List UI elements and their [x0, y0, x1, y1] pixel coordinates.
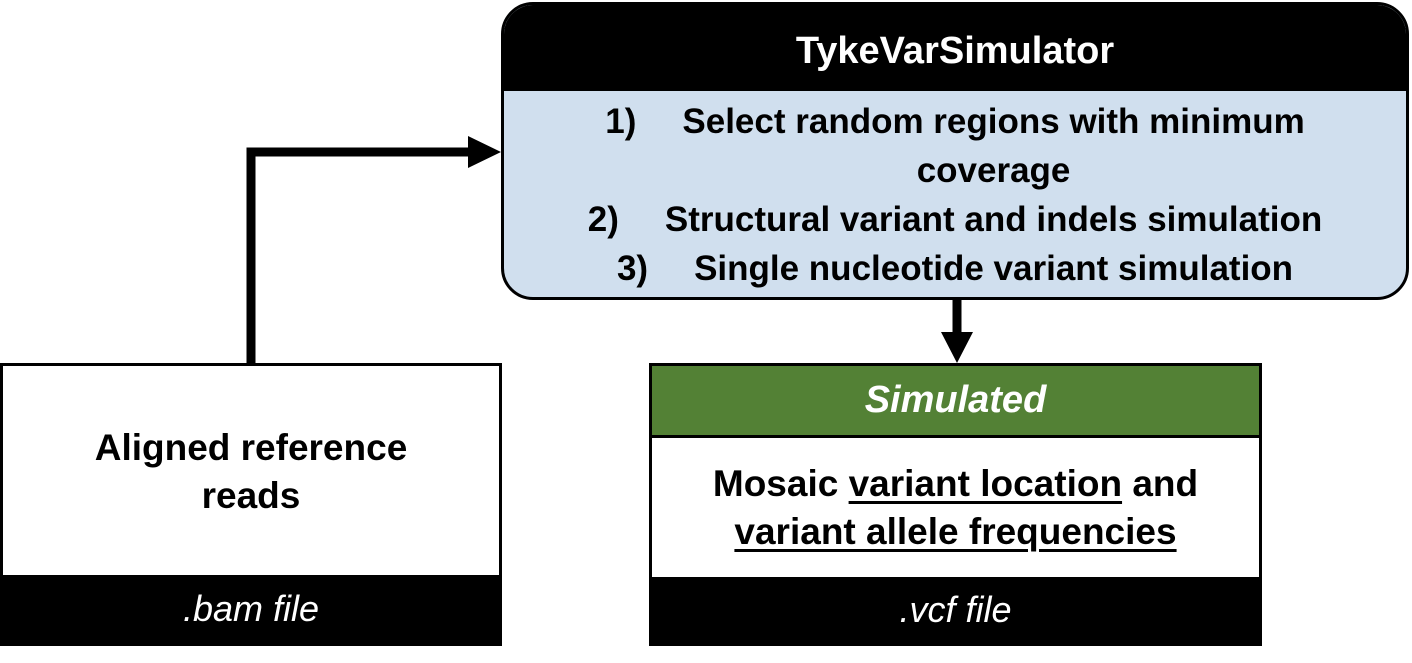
output-text-variant-location: variant location — [848, 463, 1123, 504]
input-arrowhead — [468, 136, 501, 168]
step-2-text: Structural variant and indels simulation — [664, 200, 1323, 239]
simulator-box: TykeVarSimulator 1) Select random region… — [501, 2, 1409, 300]
step-3: 3) Single nucleotide variant simulation — [504, 244, 1406, 293]
step-1: 1) Select random regions with minimum co… — [504, 97, 1406, 195]
output-vcf-box: Simulated Mosaic variant location and va… — [649, 363, 1262, 646]
step-3-number: 3) — [616, 249, 649, 288]
simulator-steps: 1) Select random regions with minimum co… — [504, 91, 1406, 293]
simulator-title: TykeVarSimulator — [504, 5, 1406, 91]
step-3-text: Single nucleotide variant simulation — [694, 249, 1294, 288]
input-file-type: .bam file — [3, 575, 499, 643]
step-1-line2: coverage — [916, 151, 1071, 190]
output-text-mid: and — [1122, 463, 1199, 504]
output-description: Mosaic variant location and variant alle… — [652, 438, 1259, 578]
input-label: Aligned reference reads — [94, 427, 408, 516]
input-bam-box: Aligned reference reads .bam file — [0, 363, 502, 646]
input-to-simulator-arrow — [246, 147, 470, 363]
step-1-text: Select random regions with minimum cover… — [682, 97, 1304, 195]
step-1-line1: Select random regions with minimum — [682, 102, 1305, 141]
output-file-type: .vcf file — [652, 577, 1259, 643]
output-header: Simulated — [652, 366, 1259, 438]
output-arrowhead — [941, 332, 973, 363]
step-1-number: 1) — [605, 102, 637, 141]
output-text-allele-frequencies: variant allele frequencies — [734, 511, 1177, 552]
output-text-pre: Mosaic — [712, 463, 849, 504]
step-2: 2) Structural variant and indels simulat… — [504, 195, 1406, 244]
step-2-number: 2) — [587, 200, 619, 239]
